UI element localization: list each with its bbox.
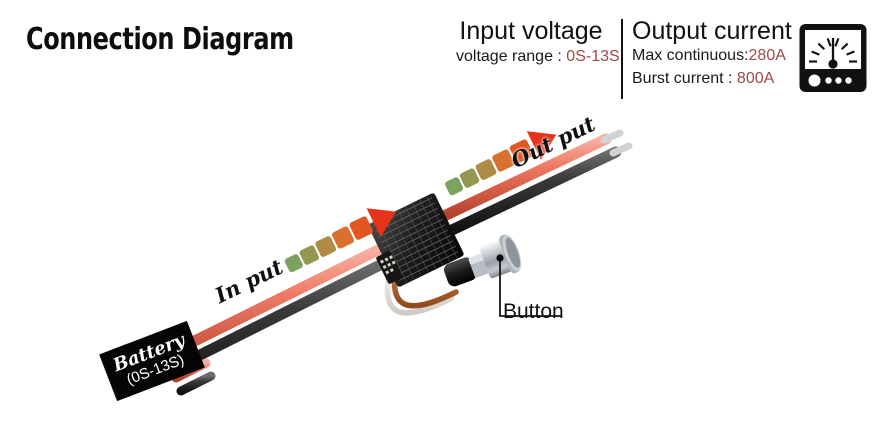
button-leader-line <box>496 254 562 317</box>
page-title: Connection Diagram <box>26 22 294 57</box>
spec-output-max-continuous-row: Max continuous:280A <box>632 45 792 67</box>
spec-output-burst-label: Burst current : <box>632 69 737 87</box>
spec-output-max-continuous-label: Max continuous: <box>632 47 749 65</box>
spec-output-max-continuous-value: 280A <box>748 47 786 65</box>
spec-input-range-label: voltage range : <box>456 48 567 66</box>
label-button: Button <box>503 300 564 323</box>
spec-output-heading: Output current <box>632 17 792 45</box>
output-wire-pair <box>438 129 633 236</box>
output-flow-arrow <box>445 131 557 196</box>
ammeter-gauge-icon <box>799 24 867 92</box>
spec-input-range-row: voltage range : 0S-13S <box>456 46 620 68</box>
power-button-component[interactable] <box>439 232 525 296</box>
spec-output-burst-value: 800A <box>736 69 775 87</box>
spec-output-current: Output current Max continuous:280A Burst… <box>632 18 792 89</box>
spec-input-voltage: Input voltage voltage range : 0S-13S <box>456 17 620 68</box>
input-flow-arrow <box>284 208 397 273</box>
spec-output-burst-row: Burst current : 800A <box>632 68 792 90</box>
spec-input-range-value: 0S-13S <box>566 48 620 66</box>
spec-divider <box>621 19 623 99</box>
spec-input-heading: Input voltage <box>459 17 603 45</box>
